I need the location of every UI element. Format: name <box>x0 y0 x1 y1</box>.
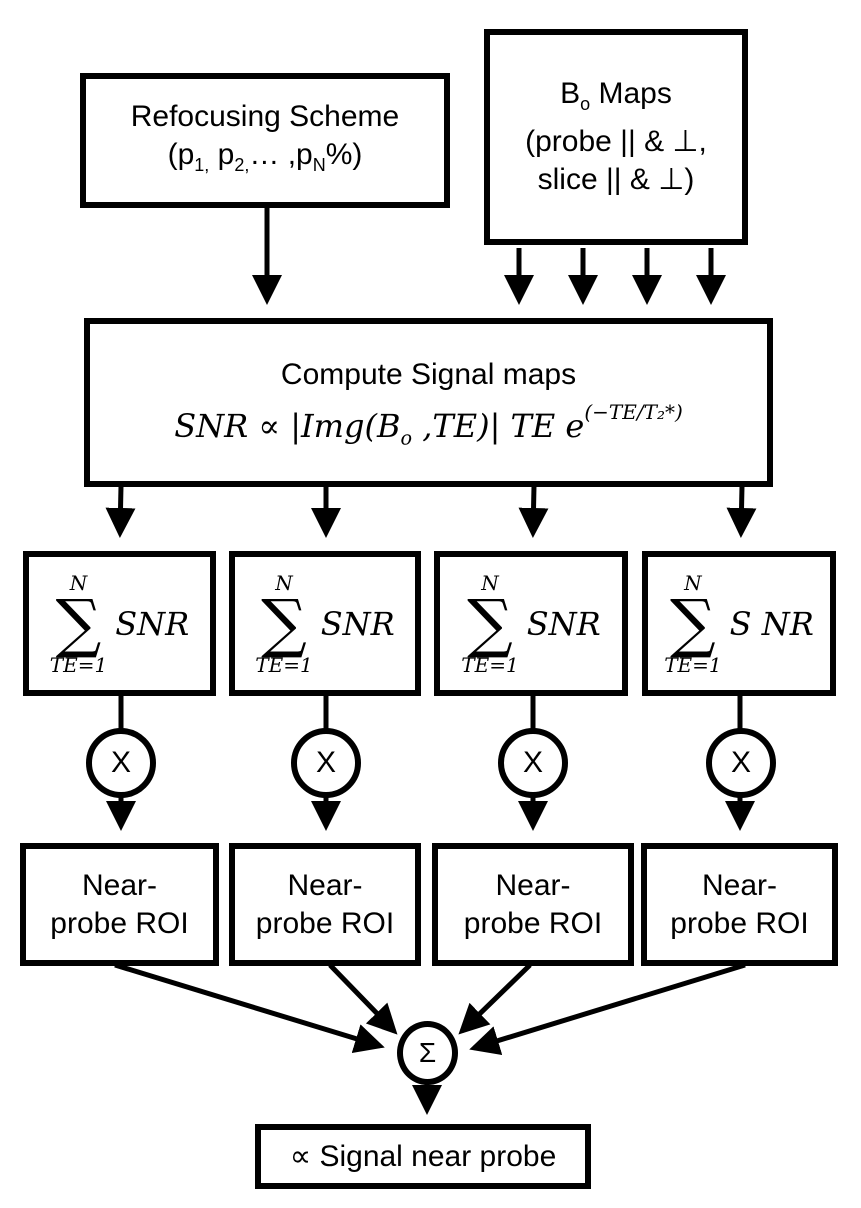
sum-upper-limit: N <box>684 570 702 595</box>
roi-line1: Near- <box>701 868 777 902</box>
sum-box-1: N∑TE=1 SNR <box>23 551 216 696</box>
multiply-node-4: X <box>706 728 776 798</box>
pN-subscript: N <box>312 154 326 175</box>
p1-subscript: 1, <box>194 154 210 175</box>
sum-term: SNR <box>320 604 395 643</box>
arrow-compute-to-sum-3 <box>518 485 549 538</box>
summation-icon: ∑ <box>670 586 716 661</box>
b0-maps-line3: slice || & ⊥) <box>537 163 695 196</box>
summation-icon: ∑ <box>467 586 513 661</box>
refocusing-scheme-box: Refocusing Scheme (p1, p2,… ,pN%) <box>80 73 450 208</box>
roi-line2: probe ROI <box>255 906 395 940</box>
arrow-compute-to-sum-1 <box>105 485 136 538</box>
b0-title-rest: Maps <box>590 77 672 110</box>
sum-lower-limit: TE=1 <box>255 652 313 677</box>
sum-lower-limit: TE=1 <box>461 652 519 677</box>
sum-lower-limit: TE=1 <box>49 652 108 677</box>
roi-line2: probe ROI <box>50 906 189 940</box>
output-box: ∝ Signal near probe <box>255 1124 591 1189</box>
params-prefix: (p <box>167 137 195 171</box>
arrow-roi-to-sigma-2 <box>328 963 398 1035</box>
formula-main: SNR ∝ |Img(B <box>174 406 401 445</box>
sum-term: S NR <box>729 604 814 643</box>
roi-line2: probe ROI <box>670 906 809 940</box>
roi-box-4: Near- probe ROI <box>641 843 838 966</box>
multiply-node-2: X <box>291 728 361 798</box>
sum-box-4: N∑TE=1 S NR <box>642 551 836 696</box>
formula-mid: ,TE)| TE e <box>412 406 585 445</box>
summation-icon: ∑ <box>261 586 307 661</box>
sum-box-2: N∑TE=1 SNR <box>229 551 421 696</box>
sum-upper-limit: N <box>69 570 88 595</box>
arrow-roi-to-sigma-3 <box>458 963 532 1035</box>
roi-box-2: Near- probe ROI <box>229 843 421 966</box>
compute-title: Compute Signal maps <box>280 357 577 391</box>
roi-line1: Near- <box>287 868 363 902</box>
compute-signal-maps-box: Compute Signal maps SNR ∝ |Img(Bo ,TE)| … <box>84 318 773 487</box>
roi-box-1: Near- probe ROI <box>20 843 219 966</box>
multiply-node-3: X <box>498 728 568 798</box>
refocusing-title: Refocusing Scheme <box>130 99 400 133</box>
snr-formula: SNR ∝ |Img(Bo ,TE)| TE e(−TE/T₂*) <box>174 400 683 449</box>
sum-upper-limit: N <box>275 570 293 595</box>
formula-subscript: o <box>400 426 413 450</box>
sum-term: SNR <box>526 604 601 643</box>
roi-line2: probe ROI <box>463 906 603 940</box>
output-label: ∝ Signal near probe <box>289 1139 557 1173</box>
arrow-compute-to-sum-4 <box>726 485 757 538</box>
roi-box-3: Near- probe ROI <box>432 843 634 966</box>
p2-label: p <box>209 137 235 171</box>
b0-letter: B <box>560 77 581 110</box>
sum-node: Σ <box>397 1021 458 1085</box>
b0-maps-box: Bo Maps (probe || & ⊥, slice || & ⊥) <box>484 29 748 245</box>
b0-maps-title: Bo Maps <box>560 75 672 123</box>
sum-box-3: N∑TE=1 SNR <box>434 551 628 696</box>
multiply-node-1: X <box>86 728 156 798</box>
arrow-roi-to-sigma-1 <box>114 962 385 1054</box>
formula-exponent: (−TE/T₂*) <box>584 399 683 424</box>
roi-line1: Near- <box>495 868 571 902</box>
roi-line1: Near- <box>81 868 157 902</box>
b0-subscript: o <box>580 94 591 114</box>
summation-icon: ∑ <box>55 586 102 661</box>
sum-lower-limit: TE=1 <box>664 652 722 677</box>
b0-maps-line2: (probe || & ⊥, <box>525 125 707 158</box>
arrow-roi-to-sigma-4 <box>469 962 746 1056</box>
params-suffix: %) <box>325 137 363 171</box>
params-ellipsis: … ,p <box>249 137 313 171</box>
sum-upper-limit: N <box>481 570 499 595</box>
sum-term: SNR <box>115 604 190 643</box>
refocusing-params: (p1, p2,… ,pN%) <box>168 136 363 184</box>
p2-subscript: 2, <box>234 154 250 175</box>
